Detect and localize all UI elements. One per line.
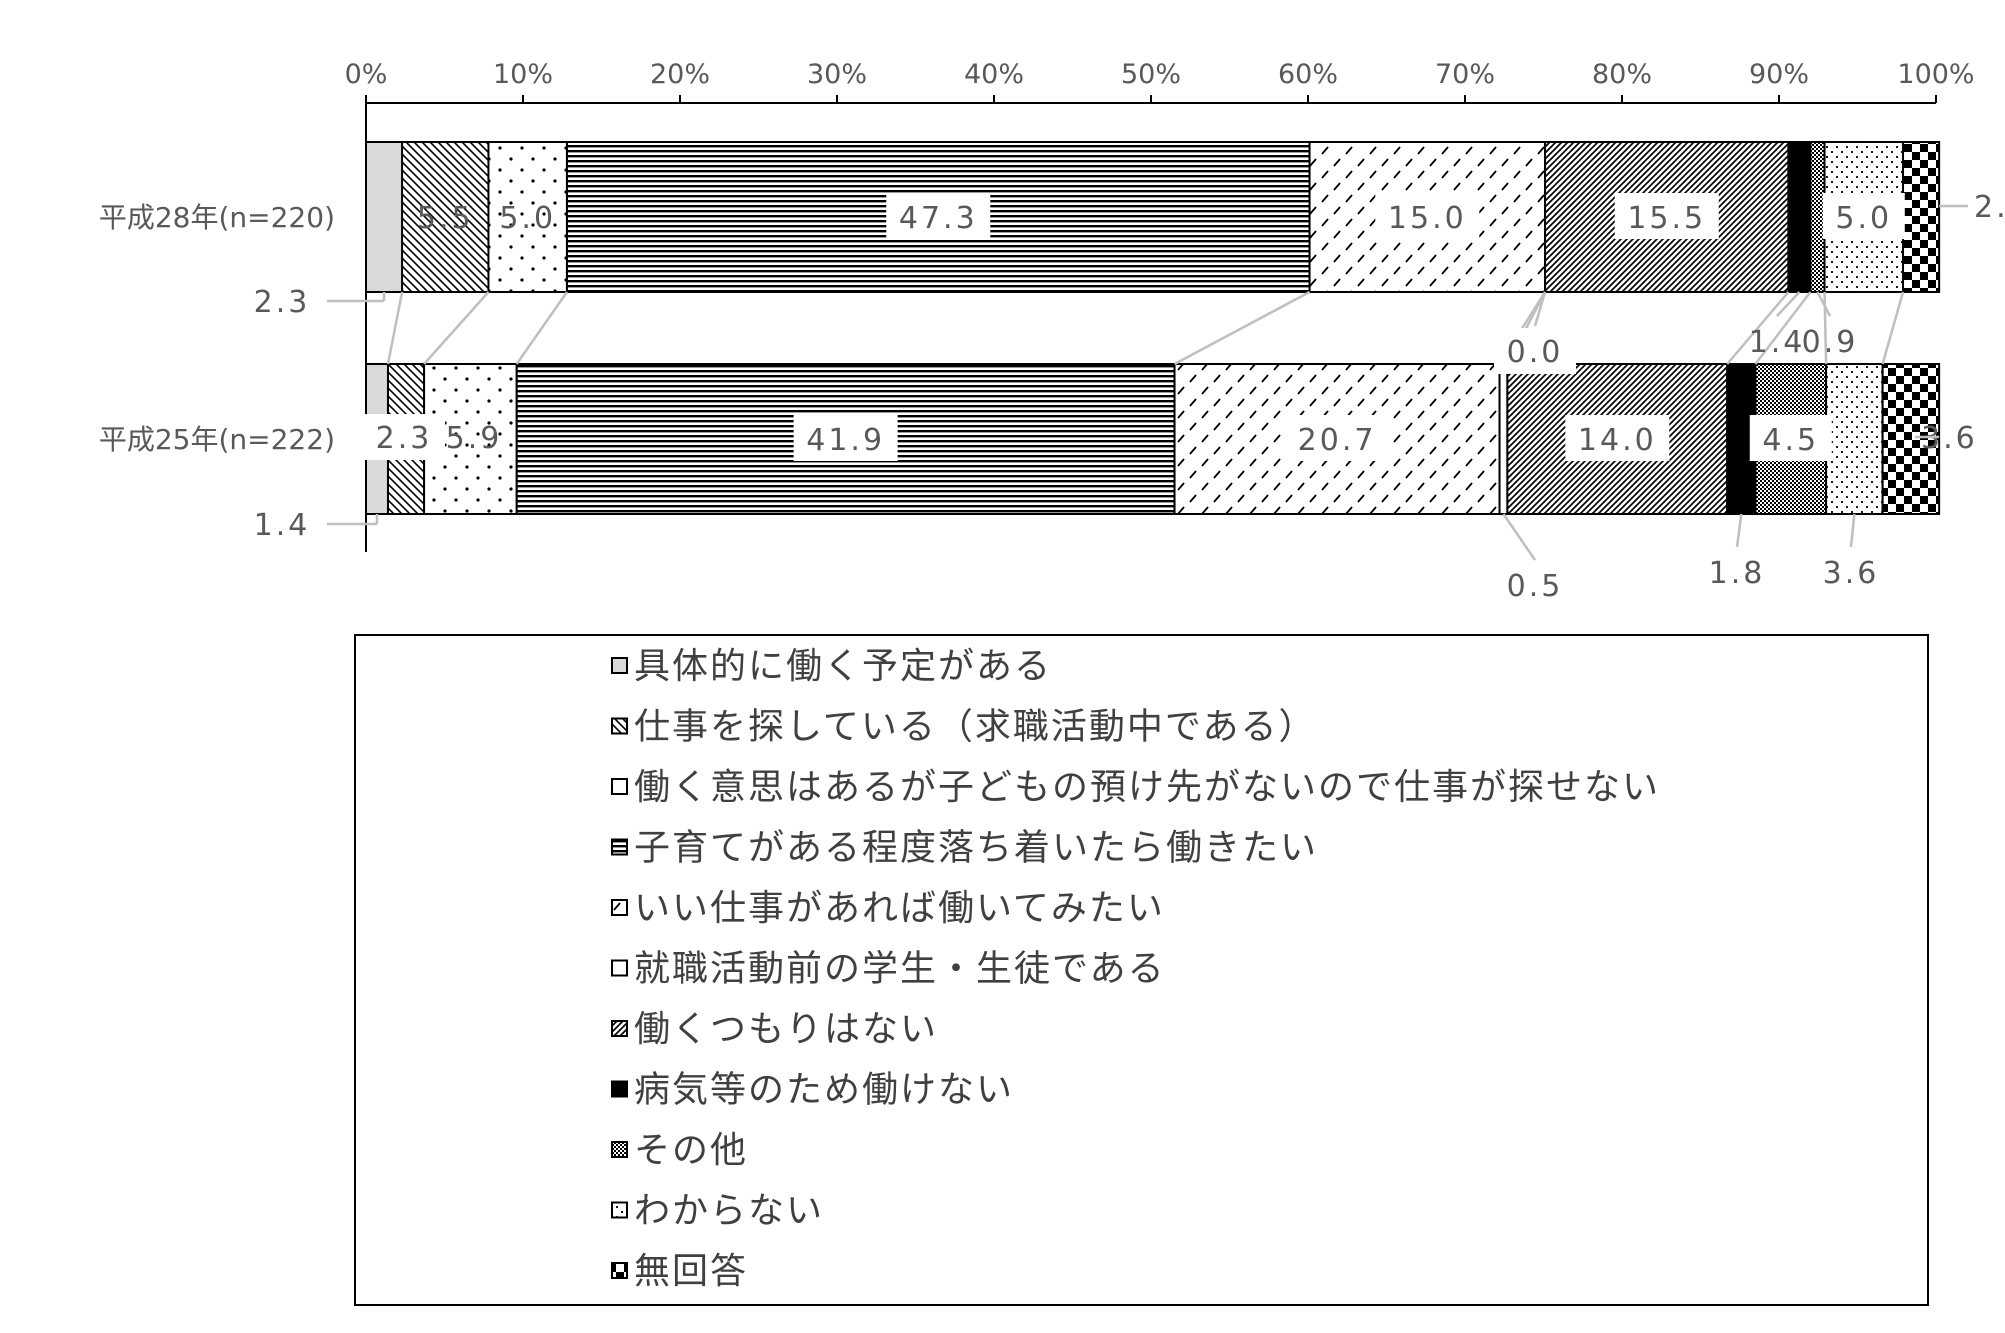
category-label: 平成28年(n=220): [99, 201, 335, 234]
series-connector-line: [1173, 290, 1311, 366]
legend-swatch: [611, 1020, 628, 1037]
leader-line: [1735, 513, 1743, 548]
bar-segment: [1825, 363, 1884, 515]
data-label-box: [1822, 193, 1905, 239]
data-label: 5.0: [1835, 201, 1892, 236]
data-label: 5.5: [417, 201, 474, 236]
legend-label: 病気等のため働けない: [634, 1070, 1014, 1111]
legend-swatch: [611, 838, 628, 856]
bar-segment: [487, 141, 568, 293]
data-label: 2.3: [254, 285, 311, 320]
legend-swatch: [611, 1201, 628, 1219]
bar-segment: [1809, 141, 1826, 293]
data-label: 0.5: [1507, 569, 1564, 604]
series-connector-line: [423, 291, 490, 365]
leader-line: [1816, 291, 1832, 317]
legend-label: 仕事を探している（求職活動中である）: [634, 707, 1317, 748]
legend-swatch: [611, 657, 628, 674]
data-label: 5.9: [446, 421, 503, 456]
x-tick-label: 80%: [1592, 59, 1652, 90]
data-label-box: [1494, 328, 1576, 374]
series-connector-line: [1726, 291, 1790, 365]
legend-label: いい仕事があれば働いてみたい: [634, 888, 1165, 929]
x-tick-label: 50%: [1121, 59, 1181, 90]
data-label: 15.5: [1627, 201, 1706, 236]
leader-line: [1776, 291, 1801, 317]
x-tick-label: 0%: [345, 59, 388, 90]
data-label: 1.8: [1709, 556, 1766, 591]
series-connector-line: [515, 291, 568, 365]
x-tick-label: 70%: [1435, 59, 1495, 90]
legend-swatch: [611, 899, 628, 916]
x-tick-label: 10%: [493, 59, 553, 90]
legend-label: 働くつもりはない: [634, 1009, 938, 1050]
x-tick-label: 100%: [1897, 59, 1974, 90]
data-label-box: [1749, 415, 1832, 461]
data-label-box: [1565, 415, 1670, 461]
bar-segment: [1881, 363, 1941, 515]
legend-swatch: [611, 778, 628, 795]
leader-line: [1849, 513, 1856, 548]
data-label: 47.3: [899, 201, 978, 236]
series-connector-line: [1881, 291, 1905, 365]
data-label-box: [886, 193, 991, 239]
data-label-box: [793, 415, 898, 461]
data-label: 3.6: [1823, 556, 1880, 591]
leader-line: [1533, 291, 1547, 327]
legend-swatch: [611, 717, 628, 735]
data-label: 5.0: [499, 201, 556, 236]
plot-area: 0% 10% 20% 30% 40% 50% 60% 70% 80% 90% 100% 平成28年(n…: [99, 59, 2005, 604]
legend-label: 無回答: [634, 1251, 748, 1292]
series-connector-line: [386, 291, 404, 365]
bar-segment: [365, 141, 404, 293]
legend-label: その他: [634, 1130, 748, 1171]
bar-segment: [1498, 363, 1509, 515]
legend-label: 就職活動前の学生・生徒である: [634, 949, 1166, 990]
x-tick-label: 20%: [650, 59, 710, 90]
legend-swatch: [611, 959, 628, 977]
leader-line: [1502, 513, 1537, 561]
data-label-box: [1614, 193, 1719, 239]
legend-swatch: [611, 1262, 628, 1279]
legend-swatch: [611, 1141, 628, 1158]
bar-segment: [1902, 141, 1941, 293]
legend-label: 働く意思はあるが子どもの預け先がないので仕事が探せない: [634, 767, 1660, 808]
data-label: 14.0: [1578, 423, 1657, 458]
data-label: 15.0: [1388, 201, 1467, 236]
bar-segment: [1787, 141, 1812, 293]
data-label: 1.4: [1749, 325, 1806, 360]
series-connector-line: [1754, 291, 1812, 365]
x-tick-label: 40%: [964, 59, 1024, 90]
data-label: 4.5: [1762, 423, 1819, 458]
x-tick-label: 60%: [1278, 59, 1338, 90]
legend-label: 具体的に働く予定がある: [634, 646, 1052, 687]
data-label: 2.3: [1974, 190, 2005, 225]
legend-label: わからない: [634, 1191, 824, 1232]
data-label: 41.9: [806, 423, 885, 458]
data-label: 0.0: [1507, 335, 1564, 370]
legend-label: 子育てがある程度落ち着いたら働きたい: [634, 828, 1318, 869]
data-label: 1.4: [254, 508, 311, 543]
data-label: 0.9: [1802, 325, 1859, 360]
category-label: 平成25年(n=222): [99, 423, 335, 456]
data-label-box: [1375, 193, 1480, 239]
legend-swatch: [611, 1080, 628, 1098]
bar-segment: [1544, 141, 1790, 293]
data-label-box: [1285, 415, 1390, 461]
data-label-box: [363, 414, 445, 460]
data-label: 2.3: [376, 421, 433, 456]
data-label: 20.7: [1298, 423, 1377, 458]
x-tick-label: 90%: [1749, 59, 1809, 90]
data-label: 3.6: [1921, 421, 1978, 456]
x-tick-label: 30%: [807, 59, 867, 90]
